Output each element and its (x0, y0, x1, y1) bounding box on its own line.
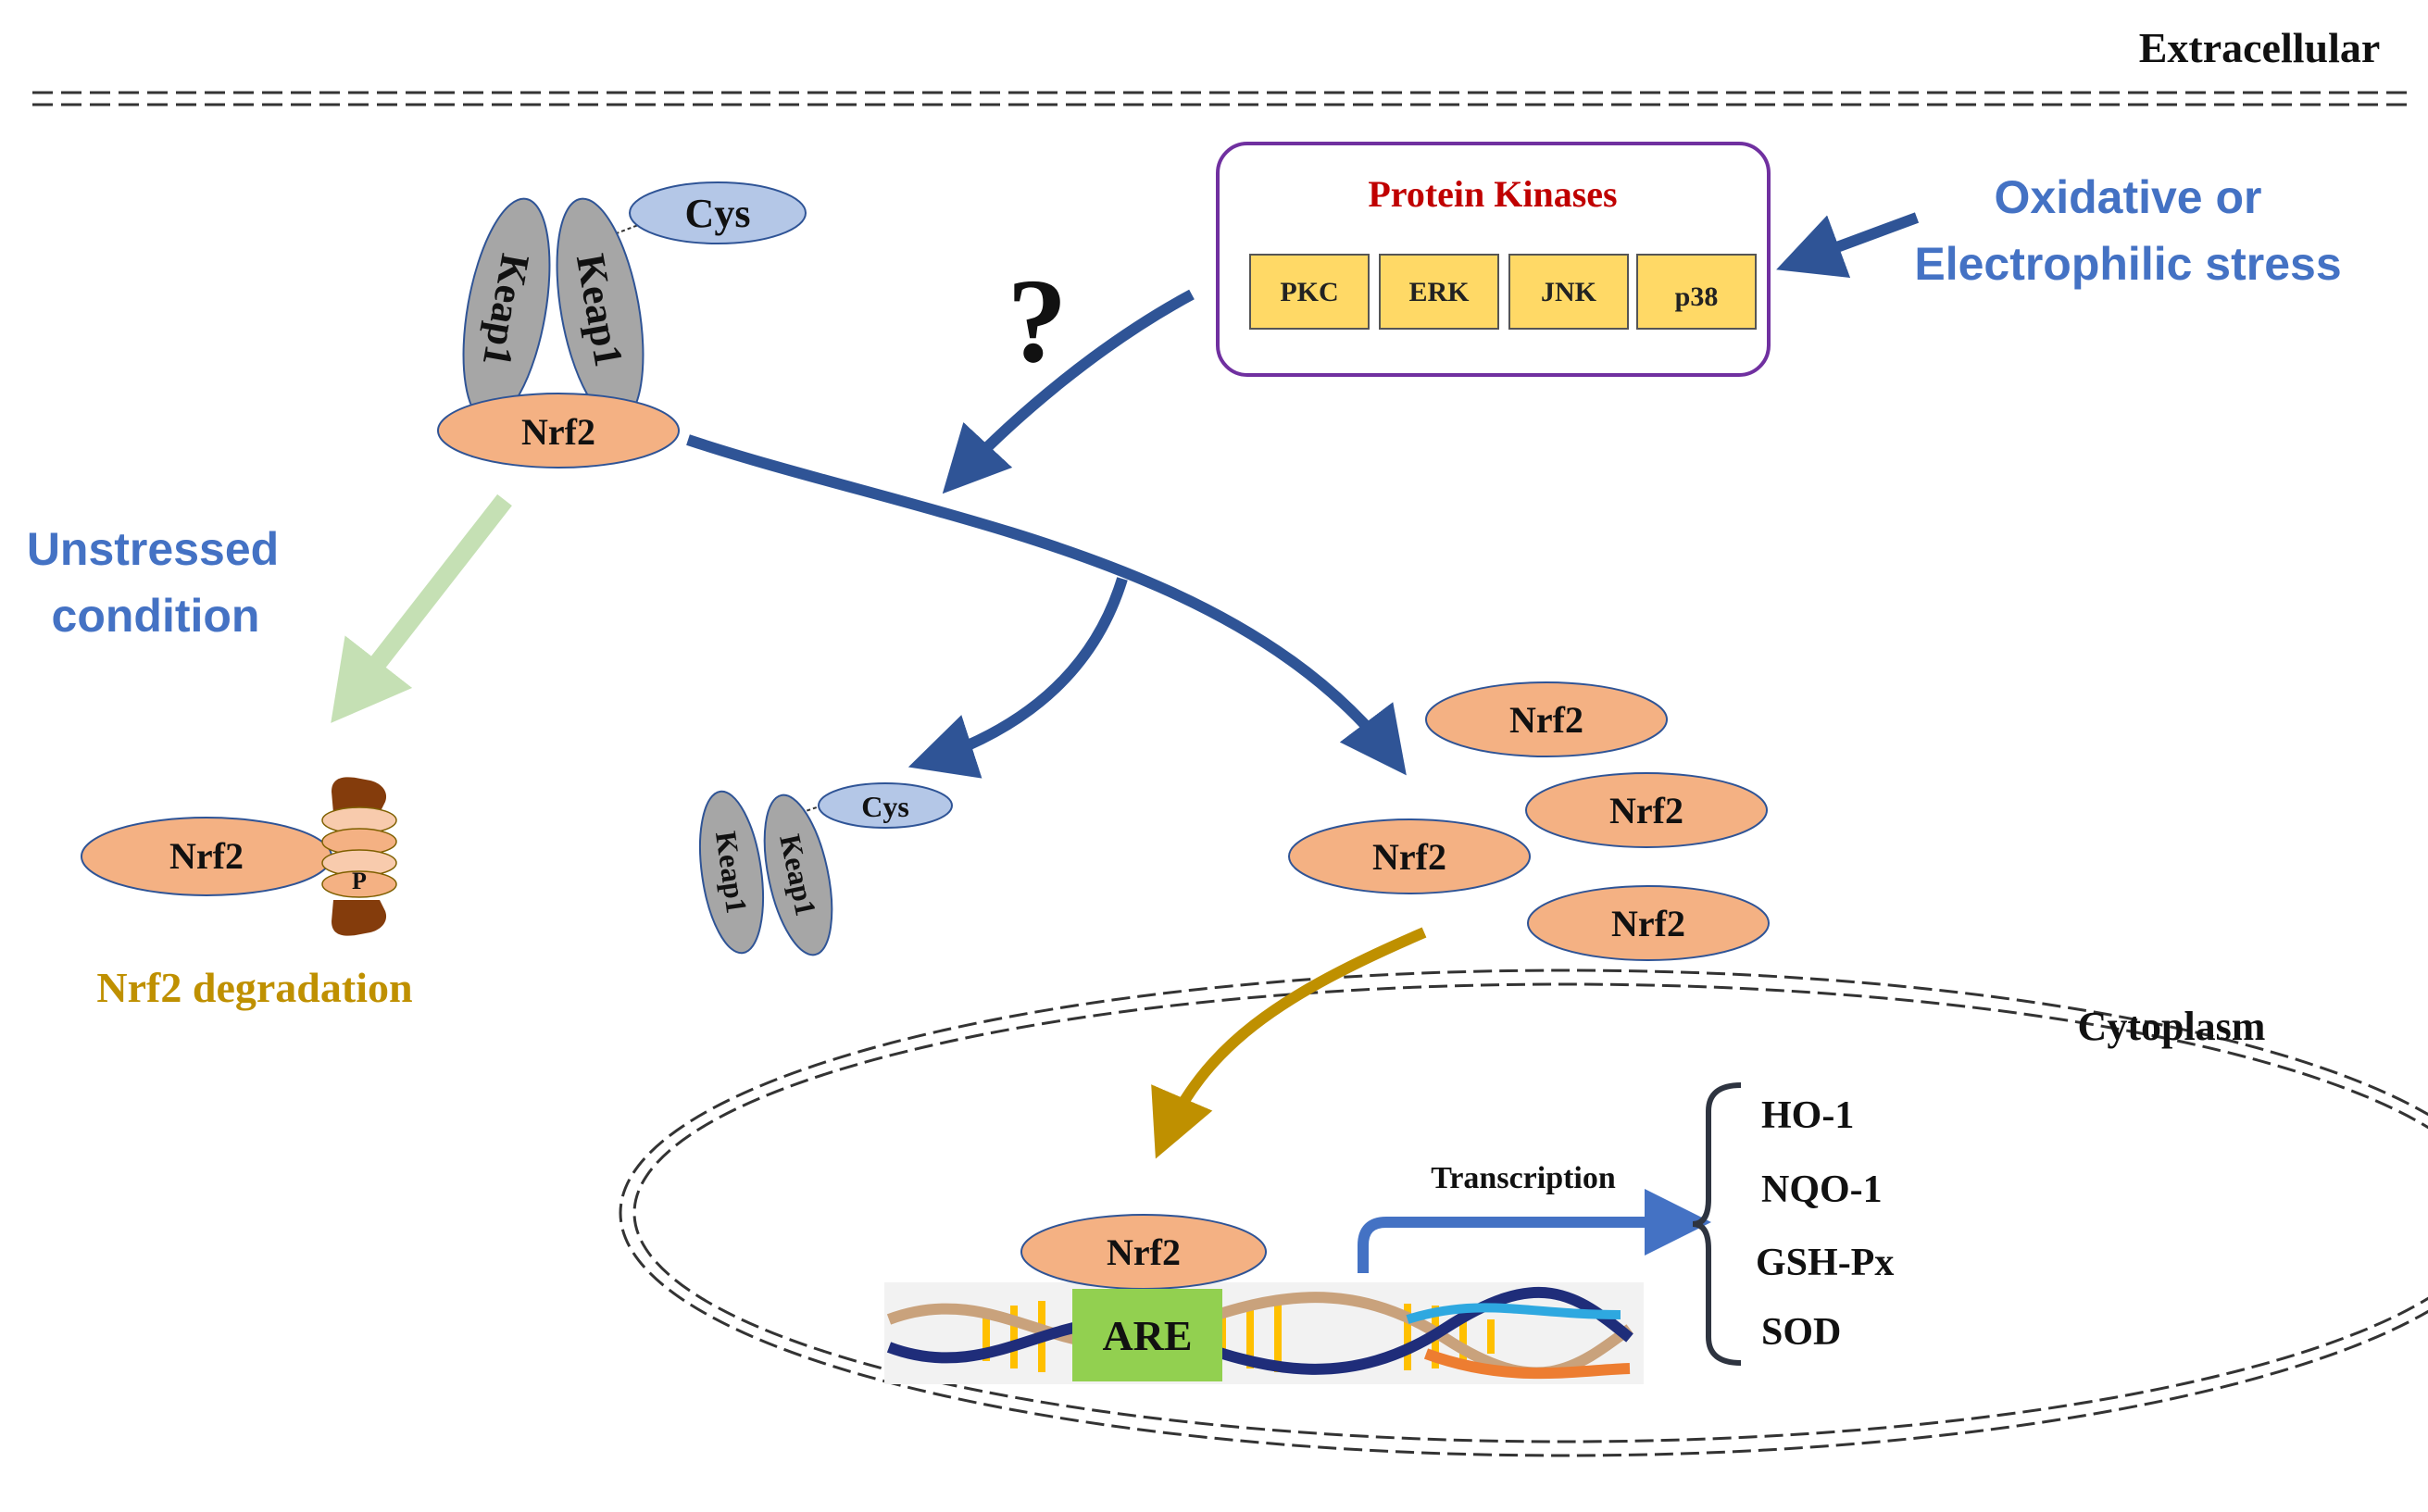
cell-membrane (32, 91, 2408, 106)
free-nrf2-oval-1 (1425, 681, 1668, 757)
unstressed-label-line1: Unstressed (27, 523, 279, 575)
question-mark: ? (1007, 255, 1068, 388)
jnk-label: JNK (1541, 277, 1597, 307)
stress-arrow (1776, 212, 1920, 279)
pkc-label: PKC (1280, 277, 1338, 307)
released-cys-label: Cys (861, 790, 909, 823)
nrf2-degradation-group: Nrf2 P (81, 777, 397, 936)
stress-label-line2: Electrophilic stress (1914, 238, 2341, 290)
keap1-nrf2-complex: Cys Keap1 Keap1 Nrf2 (437, 181, 807, 469)
cytoplasm-label: Cytoplasm (2078, 1004, 2266, 1049)
erk-label: ERK (1408, 277, 1470, 307)
transcription-label: Transcription (1431, 1161, 1616, 1195)
protein-kinases-title: Protein Kinases (1368, 173, 1617, 215)
free-nrf2-label-2: Nrf2 (1609, 790, 1683, 831)
jnk-box (1508, 254, 1629, 330)
p38-label: p38 (1675, 281, 1719, 312)
nrf2-release-arrow (686, 434, 1407, 776)
unstressed-label-line2: condition (52, 590, 260, 642)
free-nrf2-oval-4 (1527, 885, 1770, 961)
gene-ho1: HO-1 (1761, 1094, 1854, 1137)
erk-box (1379, 254, 1499, 330)
degraded-nrf2-label: Nrf2 (169, 835, 244, 877)
cys-linker (608, 214, 666, 237)
free-nrf2-label-4: Nrf2 (1611, 903, 1685, 944)
stress-label-line1: Oxidative or (1995, 171, 2262, 223)
free-nrf2-oval-3 (1288, 818, 1531, 894)
are-label: ARE (1102, 1312, 1192, 1359)
transcription-arrow (1358, 1189, 1711, 1273)
dna-helix (884, 1282, 1644, 1384)
released-keap1-right-oval (763, 793, 833, 956)
free-nrf2-label-3: Nrf2 (1372, 836, 1446, 878)
gene-nqo1: NQO-1 (1761, 1168, 1883, 1211)
free-nrf2-cluster: Nrf2 Nrf2 Nrf2 Nrf2 (1288, 681, 1770, 961)
nrf2-label: Nrf2 (521, 411, 595, 453)
nrf2-oval (437, 393, 680, 469)
gene-gshpx: GSH-Px (1756, 1242, 1894, 1284)
proteasome-p-label: P (352, 868, 367, 894)
gene-sod: SOD (1761, 1311, 1841, 1354)
nuclear-nrf2-label: Nrf2 (1107, 1231, 1181, 1273)
cys-oval (629, 181, 807, 244)
released-keap1-left-oval (699, 790, 764, 955)
pkc-box (1249, 254, 1370, 330)
cys-label: Cys (685, 191, 751, 236)
free-nrf2-oval-2 (1525, 772, 1768, 848)
nuclear-translocation-arrow (1151, 927, 1427, 1159)
are-box (1072, 1289, 1222, 1381)
protein-kinases-box: Protein Kinases PKC ERK JNK p38 (1216, 142, 1771, 377)
gene-list-brace (1692, 1082, 1742, 1366)
nrf2-degradation-label: Nrf2 degradation (96, 964, 412, 1011)
released-cys-oval (818, 782, 953, 829)
extracellular-label: Extracellular (2139, 24, 2381, 71)
unstressed-arrow (331, 494, 512, 723)
released-keap1-complex: Cys Keap1 Keap1 (699, 782, 953, 956)
keap1-release-arrow (907, 577, 1128, 779)
nucleus-envelope (619, 968, 2428, 1457)
proteasome-icon (321, 777, 397, 936)
free-nrf2-label-1: Nrf2 (1509, 699, 1583, 741)
p38-box (1636, 254, 1757, 330)
kinase-to-pathway-arrow (942, 289, 1195, 494)
